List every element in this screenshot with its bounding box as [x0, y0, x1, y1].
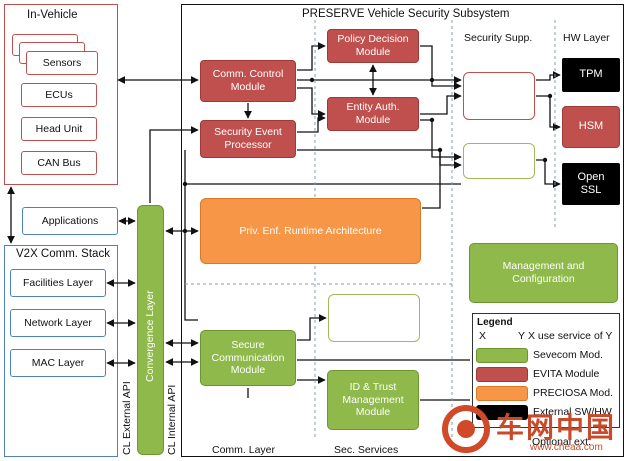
v2x-stack-panel [4, 245, 118, 457]
sec-services-label: Sec. Services [334, 444, 399, 456]
ecus-box: ECUs [21, 83, 97, 107]
watermark-text: 车网中国 [496, 412, 617, 443]
legend-label-evita: EVITA Module [533, 368, 600, 380]
optional-ext-label: Optional ext. [532, 436, 591, 448]
legend-arrow-y-label: Y [518, 330, 526, 342]
mac-layer-box: MAC Layer [10, 349, 106, 377]
network-layer-box: Network Layer [10, 309, 106, 337]
line-privenf-ext [422, 150, 441, 209]
hw-layer-label: HW Layer [563, 32, 610, 44]
can-bus-box: CAN Bus [21, 151, 97, 175]
facilities-layer-box: Facilities Layer [10, 269, 106, 297]
legend-swatch-sevecom [476, 348, 528, 363]
legend-swatch-evita [476, 367, 528, 382]
line-secevent-bus [184, 150, 198, 321]
arrow-secsupp-hsm [536, 95, 561, 131]
comm-support-green-box [328, 294, 420, 342]
cl-internal-api-label: CL Internal API [166, 384, 178, 455]
legend-swatch-preciosa [476, 386, 528, 401]
tpm-box: TPM [562, 58, 620, 92]
openssl-box: Open SSL [562, 163, 620, 205]
legend-arrow-description: X use service of Y [528, 330, 613, 342]
legend-label-external: External SW/HW [533, 406, 612, 418]
convergence-layer-box [137, 205, 164, 455]
priv-enf-runtime-architecture: Priv. Enf. Runtime Architecture [200, 198, 421, 264]
in-vehicle-title: In-Vehicle [27, 9, 78, 21]
security-support-label: Security Supp. [464, 32, 533, 44]
secure-communication-module: Secure Communication Module [200, 330, 296, 386]
id-trust-management-module: ID & Trust Management Module [327, 370, 419, 430]
arrow-securecomm-greenbox [297, 314, 327, 341]
legend-arrow-x-label: X [479, 330, 487, 342]
arrow-cl-security-event [149, 126, 199, 203]
hsm-box: HSM [562, 106, 620, 148]
v2x-stack-title: V2X Comm. Stack [16, 248, 110, 260]
legend-label-sevecom: Sevecom Mod. [533, 349, 604, 361]
convergence-layer-label: Convergence Layer [144, 290, 156, 382]
security-event-processor: Security Event Processor [200, 120, 296, 158]
watermark-url: www.cheaa.com [530, 442, 603, 453]
watermark: 车网中国 www.cheaa.com [438, 404, 614, 459]
comm-control-module: Comm. Control Module [200, 60, 296, 102]
comm-layer-label: Comm. Layer [212, 444, 276, 456]
security-support-red-box [463, 72, 535, 120]
legend: Legend X Y X use service of Y Sevecom Mo… [472, 313, 620, 428]
cl-external-api-label: CL External API [121, 381, 133, 455]
management-configuration-box: Management and Configuration [469, 243, 618, 303]
arrow-entityauth-secsupp [420, 92, 462, 115]
applications-box: Applications [22, 207, 118, 235]
arrow-greensupp-openssl [536, 159, 561, 188]
arrow-policy-secsupp [420, 45, 462, 90]
entity-auth-module: Entity Auth. Module [327, 97, 419, 131]
watermark-logo-icon [442, 405, 490, 453]
legend-title: Legend [477, 317, 513, 328]
policy-decision-module: Policy Decision Module [327, 29, 419, 63]
arrow-secsupp-tpm [536, 71, 561, 81]
preserve-title: PRESERVE Vehicle Security Subsystem [302, 8, 510, 20]
arrow-secevent-entityauth [297, 114, 326, 133]
in-vehicle-panel [4, 4, 118, 185]
arrow-commcontrol-policy [297, 42, 326, 71]
head-unit-box: Head Unit [21, 117, 97, 141]
security-support-green-box [463, 143, 535, 179]
legend-label-preciosa: PRECIOSA Mod. [533, 387, 613, 399]
arrow-commcontrol-entityauth [297, 87, 326, 118]
arrow-entityauth-greensupp [420, 119, 462, 161]
sensors-box: Sensors [26, 51, 98, 75]
